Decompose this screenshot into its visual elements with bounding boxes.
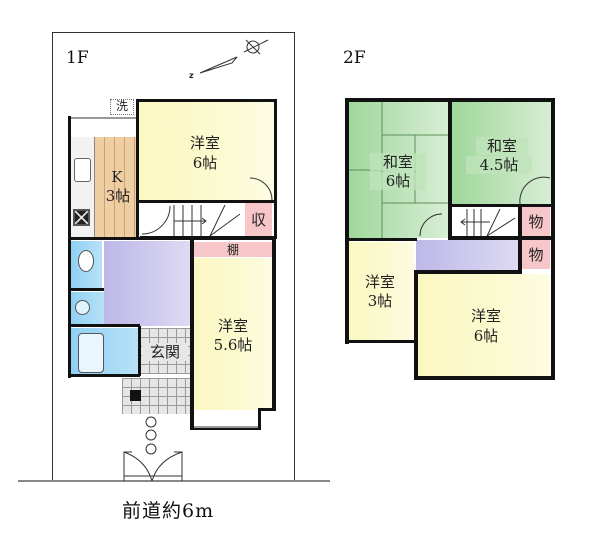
room-western-5-6 — [194, 258, 272, 410]
wall — [452, 236, 552, 240]
room-western-6-1f-name: 洋室 — [189, 134, 220, 152]
room-japanese-4-5-size: 4.5帖 — [466, 156, 532, 174]
room-japanese-4-5-name: 和室 — [476, 137, 528, 155]
room-shelf — [194, 242, 272, 257]
room-kitchen — [95, 135, 138, 238]
stairs-1f — [140, 203, 242, 237]
room-western-3-size: 3帖 — [367, 292, 393, 310]
wall — [136, 99, 276, 102]
site-boundary-top — [52, 32, 295, 33]
wall — [136, 99, 139, 239]
room-closet-2 — [522, 240, 550, 269]
hallway-2f — [416, 240, 520, 271]
kitchen-window-strip — [70, 117, 138, 137]
bay-window — [194, 412, 260, 428]
svg-text:z: z — [189, 71, 194, 80]
room-western-5-6-size: 5.6帖 — [213, 336, 253, 354]
road-line — [18, 480, 330, 482]
room-western-6-2f-name: 洋室 — [470, 307, 501, 325]
wall — [272, 238, 276, 410]
wall — [138, 200, 276, 203]
sink-icon — [74, 158, 91, 182]
room-western-3-name: 洋室 — [364, 273, 395, 291]
site-boundary-right — [294, 32, 295, 481]
floor-label-1f: 1F — [66, 48, 89, 68]
toilet-icon — [78, 250, 94, 272]
stove-icon — [73, 209, 90, 226]
room-closet-1-name: 物 — [528, 213, 544, 231]
room-entrance-name: 玄関 — [142, 343, 188, 361]
road-label: 前道約6m — [122, 500, 215, 522]
wall — [414, 270, 418, 380]
wall — [345, 98, 349, 344]
wall — [345, 238, 417, 241]
room-western-6-2f-size: 6帖 — [473, 327, 499, 345]
site-boundary-left — [52, 32, 53, 481]
wall — [68, 374, 140, 377]
room-shelf-name: 棚 — [226, 243, 239, 257]
wall — [68, 237, 140, 240]
wall — [68, 324, 140, 327]
wall — [138, 326, 141, 376]
porch — [122, 378, 190, 414]
washer-label: 洗 — [115, 99, 128, 113]
porch-step-icon — [130, 390, 141, 401]
room-kitchen-name: K — [111, 168, 123, 186]
room-storage-name: 収 — [250, 211, 266, 229]
room-western-6-2f — [418, 274, 550, 376]
room-western-3 — [348, 242, 414, 340]
stairs-2f — [452, 207, 518, 237]
wall — [190, 238, 194, 428]
wall — [414, 270, 518, 274]
washbasin-icon — [75, 300, 90, 315]
wall — [551, 98, 555, 380]
room-japanese-6-size: 6帖 — [370, 172, 426, 190]
wall — [190, 428, 261, 430]
wall — [274, 99, 277, 239]
room-closet-2-name: 物 — [528, 246, 544, 264]
gate-icon — [123, 451, 183, 482]
wall — [414, 376, 555, 380]
wall — [258, 408, 276, 411]
room-closet-1 — [522, 207, 550, 237]
wall — [140, 236, 276, 240]
wall — [452, 204, 552, 207]
wall — [68, 116, 71, 378]
hallway-1f — [104, 241, 192, 326]
room-storage — [245, 203, 272, 237]
room-western-6-1f-size: 6帖 — [192, 154, 218, 172]
wall — [345, 340, 415, 343]
wall — [518, 204, 522, 274]
wall — [258, 408, 261, 430]
wall — [68, 288, 104, 291]
wall — [448, 98, 452, 240]
washer-space — [110, 99, 134, 115]
room-japanese-6-name: 和室 — [370, 153, 426, 171]
floor-label-2f: 2F — [343, 48, 366, 68]
room-western-5-6-name: 洋室 — [217, 317, 248, 335]
room-kitchen-size: 3帖 — [105, 187, 131, 205]
bathtub-icon — [78, 333, 104, 373]
